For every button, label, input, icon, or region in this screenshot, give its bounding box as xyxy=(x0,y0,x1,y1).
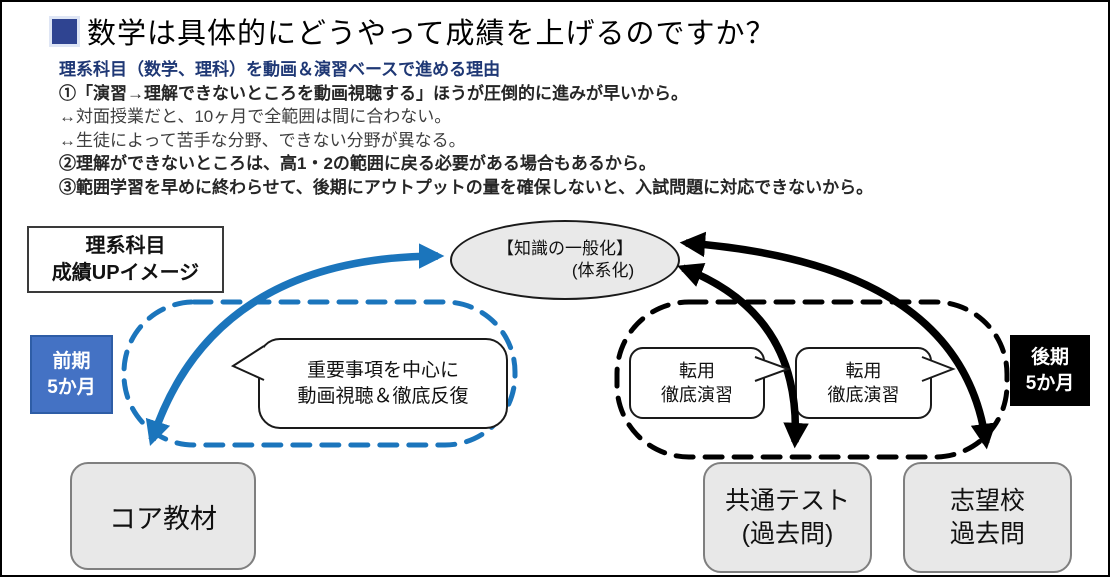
late-phase-line2: 5か月 xyxy=(1025,372,1075,394)
target-school-box: 志望校 過去問 xyxy=(903,462,1072,573)
reasons-block: 理系科目（数学、理科）を動画＆演習ベースで進める理由 ①「演習→理解できないとこ… xyxy=(59,58,873,199)
video-bubble-line2: 動画視聴＆徹底反復 xyxy=(297,385,469,407)
ellipse-line1: 【知識の一般化】 xyxy=(497,239,633,258)
shibou-line1: 志望校 xyxy=(949,486,1025,515)
reason-line-5: ③範囲学習を早めに終わらせて、後期にアウトプットの量を確保しないと、入試問題に対… xyxy=(59,177,874,197)
tenyo-speech-bubble-left: 転用 徹底演習 xyxy=(629,347,765,419)
kyotsu-test-box: 共通テスト (過去問) xyxy=(703,462,872,573)
shibou-line2: 過去問 xyxy=(949,519,1025,548)
early-phase-line1: 前期 xyxy=(52,350,91,372)
video-practice-speech-bubble: 重要事項を中心に 動画視聴＆徹底反復 xyxy=(258,338,508,429)
kyotsu-line2: (過去問) xyxy=(741,519,834,548)
reason-line-2: ↔対面授業だと、10ヶ月で全範囲は間に合わない。 xyxy=(59,107,452,126)
tenyo-speech-bubble-right: 転用 徹底演習 xyxy=(795,347,932,419)
knowledge-generalization-ellipse: 【知識の一般化】 (体系化) xyxy=(450,220,680,300)
late-phase-label: 後期 5か月 xyxy=(1010,335,1090,406)
reasons-heading: 理系科目（数学、理科）を動画＆演習ベースで進める理由 xyxy=(59,60,501,79)
early-phase-label: 前期 5か月 xyxy=(30,335,113,414)
slide-title: 数学は具体的にどうやって成績を上げるのですか？ xyxy=(52,10,776,52)
legend-box: 理系科目 成績UPイメージ xyxy=(27,226,224,293)
reason-line-4: ②理解ができないところは、高1・2の範囲に戻る必要がある場合もあるから。 xyxy=(59,154,656,173)
video-bubble-line1: 重要事項を中心に xyxy=(306,359,459,381)
reason-line-1: ①「演習→理解できないところを動画視聴する」ほうが圧倒的に進みが早いから。 xyxy=(59,83,688,103)
tenyo-right-line1: 転用 xyxy=(845,361,882,381)
tenyo-left-line1: 転用 xyxy=(679,361,715,381)
core-material-label: コア教材 xyxy=(109,503,217,534)
late-phase-line1: 後期 xyxy=(1030,346,1069,368)
kyotsu-line1: 共通テスト xyxy=(724,486,850,515)
tenyo-right-line2: 徹底演習 xyxy=(827,385,900,405)
legend-line1: 理系科目 xyxy=(85,234,166,257)
tenyo-left-line2: 徹底演習 xyxy=(661,385,733,405)
core-material-box: コア教材 xyxy=(70,462,256,570)
early-phase-line2: 5か月 xyxy=(47,376,96,398)
title-bullet-square-icon xyxy=(52,18,77,44)
legend-line2: 成績UPイメージ xyxy=(51,261,200,284)
title-text: 数学は具体的にどうやって成績を上げるのですか？ xyxy=(87,18,776,50)
ellipse-line2: (体系化) xyxy=(571,261,635,280)
reason-line-3: ↔生徒によって苦手な分野、できない分野が異なる。 xyxy=(59,130,466,150)
